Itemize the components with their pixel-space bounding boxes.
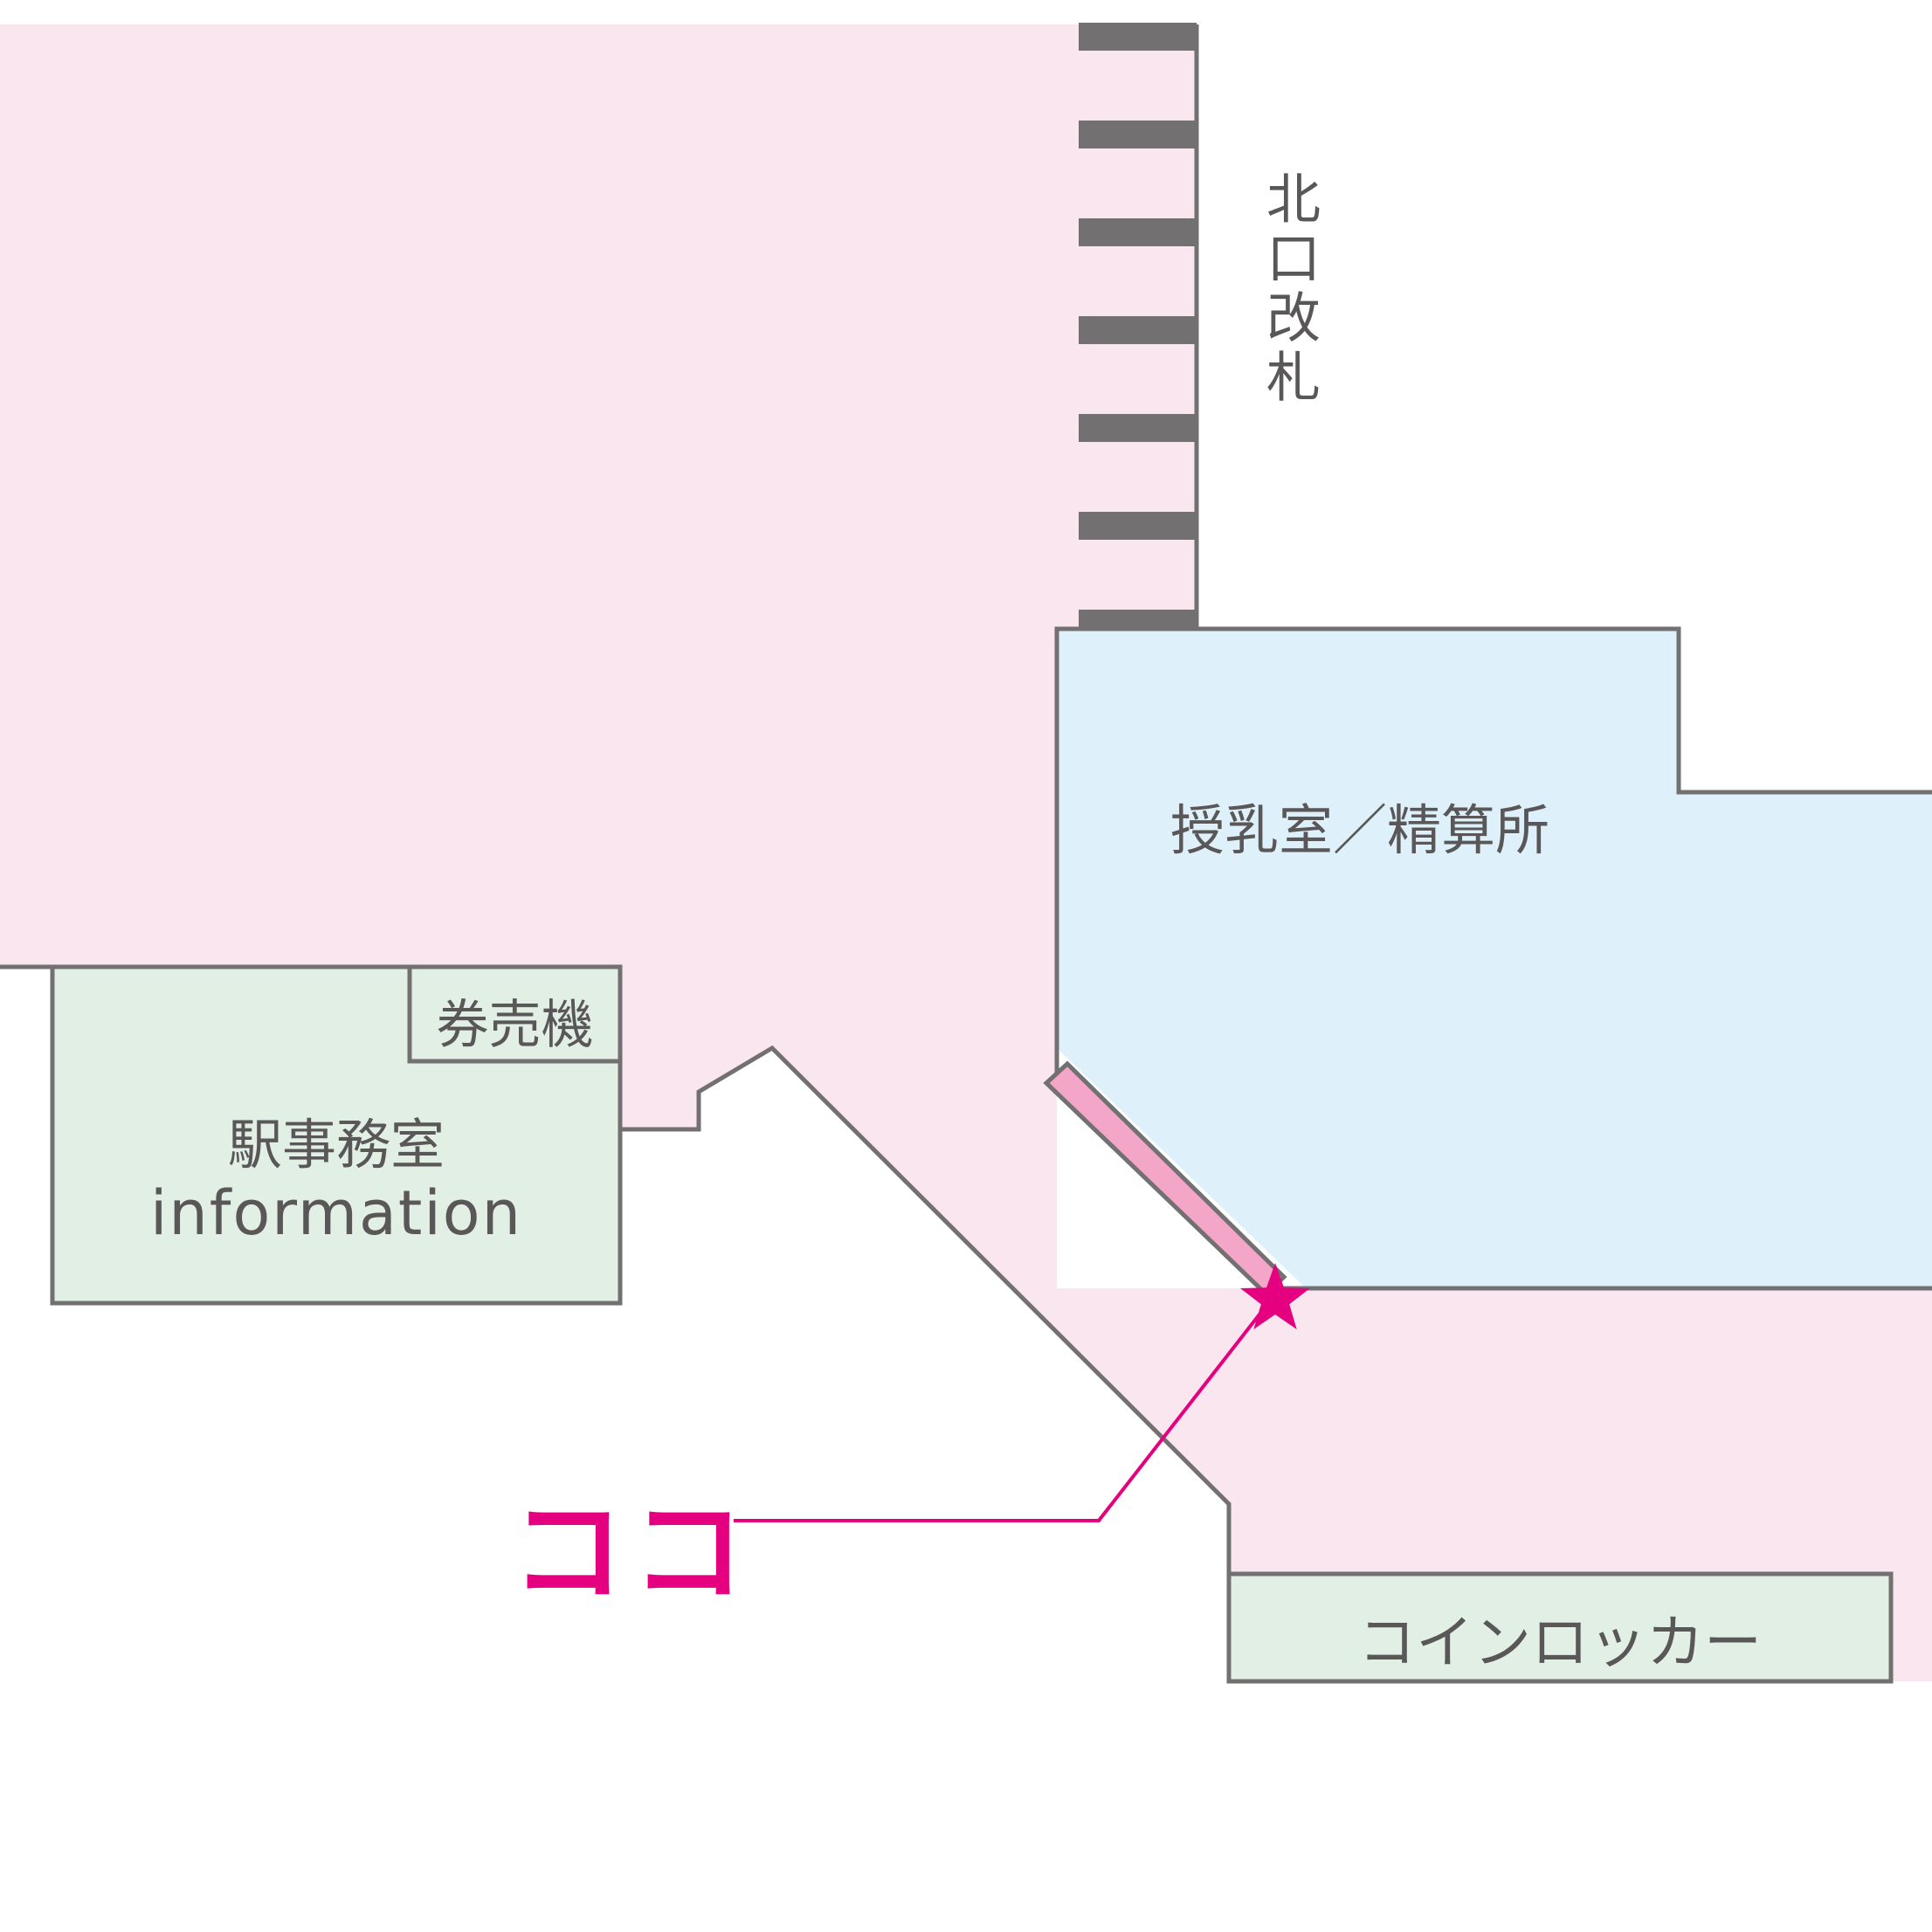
ticket-gate-icon [1079,23,1197,51]
here-label: ココ [511,1486,753,1618]
information-label: information [149,1177,522,1249]
star-icon [1240,1263,1310,1329]
ticket-gate-icon [1079,414,1197,442]
ticket-gate-icon [1079,218,1197,246]
here-callout-line [734,1301,1270,1522]
coin-locker-label: コインロッカー [1358,1609,1762,1676]
ticket-machine-area [407,964,623,1064]
north-gate-label: 北口改札 [1257,170,1321,408]
nursing-room-label: 授乳室／精算所 [1170,798,1550,862]
ramp [1043,1060,1287,1298]
ticket-gate-icon [1079,512,1197,540]
station-office-label: 駅事務室 [227,1113,445,1176]
ticket-gate-icon [1079,121,1197,148]
nursing-room-wall [1054,626,1932,1074]
coin-locker-area [1226,1571,1894,1684]
ticket-gate-icon [1079,316,1197,344]
concourse-area [0,24,1932,1681]
ticket-machine-label: 券売機 [436,995,594,1056]
